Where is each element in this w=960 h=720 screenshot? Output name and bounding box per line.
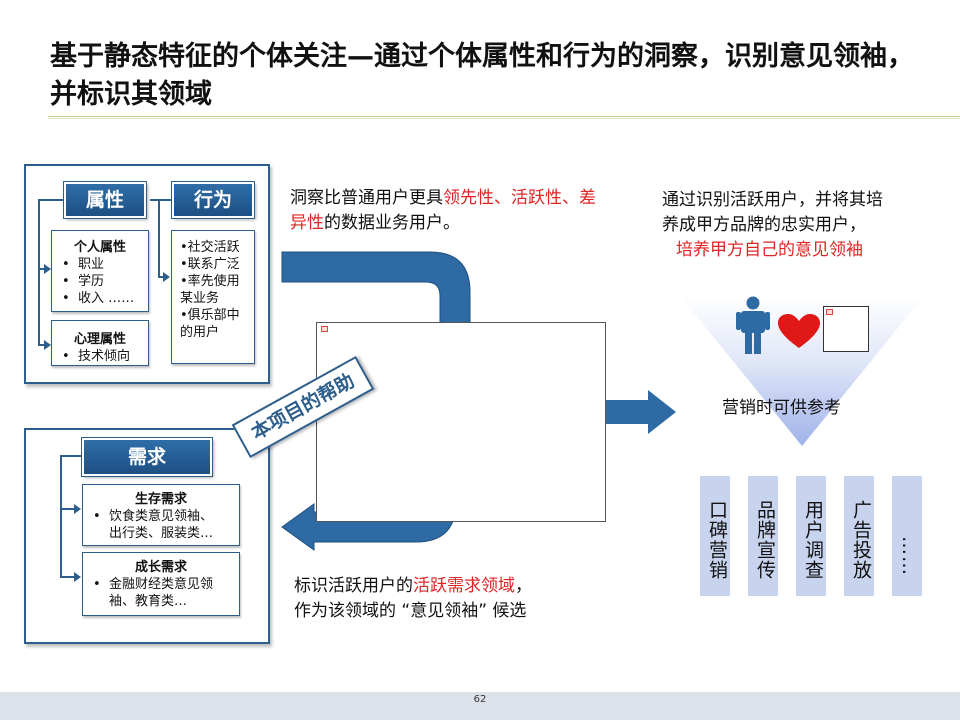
connector-arrow [163,272,170,282]
column-word-of-mouth: 口碑营销 [700,476,730,596]
connector-arrow [44,264,51,274]
behavior-item: •社交活跃 [180,240,240,255]
list-item-continued: 袖、教育类… [109,594,188,609]
identify-highlight: 培养甲方自己的意见领袖 [676,240,863,260]
behavior-item: •俱乐部中 [180,308,240,323]
list-item: 饮食类意见领袖、 [93,508,239,525]
psych-attributes-title: 心理属性 [73,332,126,347]
highlight-text: 跃性、差异性 [290,188,596,233]
text-segment: 洞察比普通用户更具 [290,188,443,208]
behavior-item: 某业务 [180,291,220,306]
text-segment: 标识活跃用户的 [294,576,413,596]
survival-needs-title: 生存需求 [134,492,187,507]
connector [60,455,82,457]
connector [38,199,40,345]
list-item: 金融财经类意见领 [93,576,239,593]
identify-text: 通过识别活跃用户，并将其培 养成甲方品牌的忠实用户， 培养甲方自己的意见领袖 [662,188,952,263]
growth-needs-title: 成长需求 [134,560,187,575]
highlight-text: 活跃需求领域 [413,576,515,596]
connector [38,268,48,270]
list-item: 收入 …… [62,290,148,307]
connector [38,344,48,346]
behavior-item: •联系广泛 [180,257,240,272]
mark-line: 作为该领域的 “意见领袖” 候选 [294,601,527,621]
column-brand-promotion: 品牌宣传 [748,476,778,596]
connector [150,199,172,201]
page-number: 62 [473,694,487,705]
insight-text: 洞察比普通用户更具领先性、活跃性、差异性的数据业务用户。 [290,186,600,236]
text-segment: ， [515,576,532,596]
list-item-continued: 出行类、服装类… [109,526,214,541]
highlight-text: 领先性、活 [443,188,528,208]
connector [158,199,160,277]
list-item: 职业 [62,256,148,273]
list-item: 学历 [62,273,148,290]
list-item: 技术倾向 [62,348,148,365]
broken-image-icon [321,326,328,332]
behavior-header: 行为 [171,181,255,219]
heart-icon [778,314,820,348]
attributes-header: 属性 [63,181,147,219]
column-user-survey: 用户调查 [796,476,826,596]
identify-line: 养成甲方品牌的忠实用户， [662,215,866,235]
mark-text: 标识活跃用户的活跃需求领域， 作为该领域的 “意见领袖” 候选 [294,574,614,624]
survival-needs-box: 生存需求 饮食类意见领袖、 出行类、服装类… [82,484,240,546]
needs-header: 需求 [81,437,213,477]
connector-arrow [74,504,81,514]
broken-image-icon [826,309,833,315]
identify-line: 通过识别活跃用户，并将其培 [662,190,883,210]
behavior-item: •率先使用 [180,274,240,289]
text-segment: 的数据业务用户。 [324,213,460,233]
personal-attributes-title: 个人属性 [73,240,126,255]
connector-arrow [44,340,51,350]
person-icon [736,296,770,354]
behavior-item: 的用户 [180,325,220,340]
page-title: 基于静态特征的个体关注—通过个体属性和行为的洞察，识别意见领袖，并标识其领域 [50,41,914,110]
funnel-label: 营销时可供参考 [722,398,841,418]
image-placeholder-box [823,306,869,352]
connector [38,199,64,201]
title-divider [48,116,960,117]
personal-attributes-box: 个人属性 职业 学历 收入 …… [51,230,149,312]
column-advertising: 广告投放 [844,476,874,596]
connector [60,576,78,578]
footer-bar [0,692,960,720]
connector [60,455,62,577]
column-more: …… [892,476,922,596]
behavior-box: •社交活跃 •联系广泛 •率先使用 某业务 •俱乐部中 的用户 [171,230,255,364]
psych-attributes-box: 心理属性 技术倾向 [51,320,149,366]
growth-needs-box: 成长需求 金融财经类意见领 袖、教育类… [82,552,240,616]
right-arrow [606,390,676,434]
connector-arrow [74,572,81,582]
connector [60,508,78,510]
title-divider-shadow [48,118,960,119]
content-placeholder-box [316,322,606,522]
